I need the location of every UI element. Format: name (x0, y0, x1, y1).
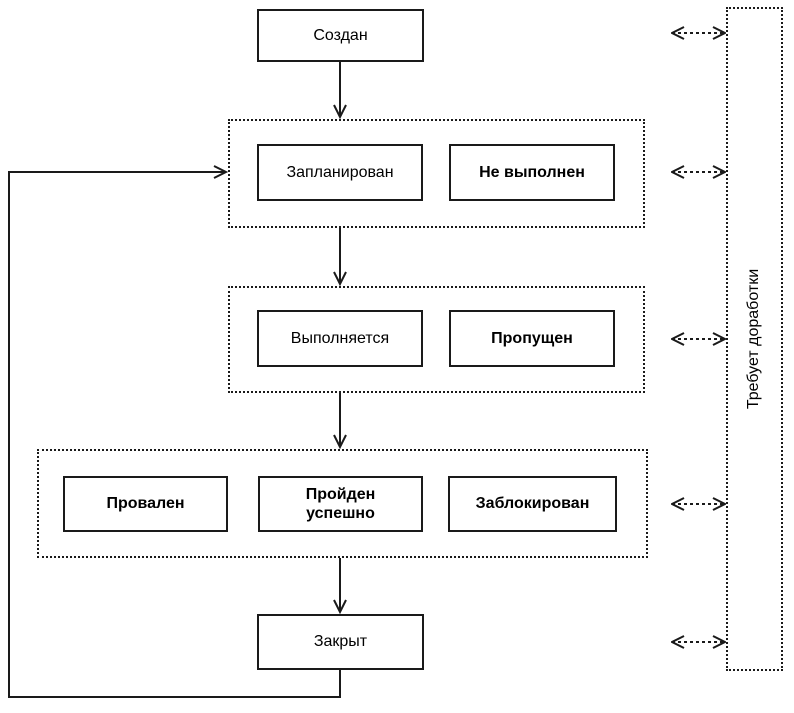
rework-label: Требует доработки (745, 268, 763, 410)
node-passed: Пройден успешно (258, 476, 423, 532)
group-planned-states (228, 119, 645, 228)
node-failed: Провален (63, 476, 228, 532)
node-in-progress: Выполняется (257, 310, 423, 367)
rework-panel: Требует доработки (726, 7, 783, 671)
node-closed: Закрыт (257, 614, 424, 670)
node-blocked: Заблокирован (448, 476, 617, 532)
feedback-arrow-closed-to-planned-group (8, 165, 341, 698)
node-not-executed: Не выполнен (449, 144, 615, 201)
node-planned: Запланирован (257, 144, 423, 201)
node-skipped: Пропущен (449, 310, 615, 367)
group-result-states (37, 449, 648, 558)
node-created: Создан (257, 9, 424, 62)
group-execution-states (228, 286, 645, 393)
